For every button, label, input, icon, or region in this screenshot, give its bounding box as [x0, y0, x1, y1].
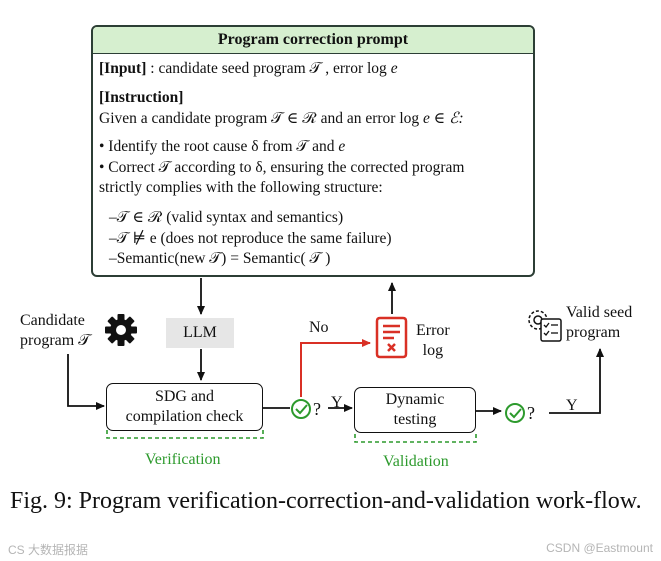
figure-caption: Fig. 9: Program verification-correction-… — [10, 488, 642, 514]
given-text: Given a candidate program 𝒯 ∈ ℛ and an e… — [99, 110, 424, 127]
arrow-candidate-to-sdg — [67, 354, 105, 410]
arrow-yes-to-valid-seed — [549, 348, 604, 414]
input-text: : candidate seed program 𝒯 , error log — [146, 60, 391, 77]
prompt-title: Program correction prompt — [93, 27, 533, 54]
candidate-line2: program 𝒯 — [20, 332, 91, 349]
sdg-compilation-node: SDG and compilation check — [106, 383, 263, 431]
prompt-bullet-correct-cont: strictly complies with the following str… — [99, 179, 383, 196]
prompt-rule-failure: –𝒯 ⊭ e (does not reproduce the same fail… — [109, 230, 392, 247]
error-line2: log — [422, 342, 444, 359]
verification-bracket — [106, 430, 264, 439]
instruction-tag: [Instruction] — [99, 89, 184, 106]
bullet1-var: e — [338, 138, 346, 155]
decision-question-2: ? — [527, 403, 535, 423]
candidate-program-label: Candidate program 𝒯 — [20, 311, 90, 351]
dynamic-line2: testing — [393, 411, 437, 428]
llm-node: LLM — [166, 318, 234, 348]
arrow-no-to-error-log — [300, 339, 371, 397]
gear-icon — [105, 314, 137, 346]
dynamic-testing-node: Dynamic testing — [354, 387, 476, 433]
checklist-gear-icon — [528, 310, 562, 342]
no-label: No — [309, 319, 329, 336]
yes-label-2: Y — [566, 397, 578, 414]
check-circle-icon — [291, 399, 311, 419]
error-log-label: Error log — [416, 321, 450, 361]
correction-prompt-box: Program correction prompt [Input] : cand… — [91, 25, 535, 277]
watermark-left: CS 大数据报据 — [8, 543, 89, 557]
decision-question-1: ? — [313, 399, 321, 419]
prompt-given-line: Given a candidate program 𝒯 ∈ ℛ and an e… — [99, 109, 464, 128]
verification-label: Verification — [145, 451, 221, 468]
valid-line1: Valid seed — [566, 304, 633, 321]
valid-seed-label: Valid seed program — [566, 303, 632, 343]
check-circle-icon — [505, 403, 525, 423]
dynamic-line1: Dynamic — [385, 391, 445, 408]
input-tag: [Input] — [99, 60, 147, 77]
sdg-line2: compilation check — [125, 408, 244, 425]
watermark-right: CSDN @Eastmount — [546, 541, 653, 555]
prompt-bullet-identify: • Identify the root cause δ from 𝒯 and e — [99, 138, 345, 156]
prompt-bullet-correct: • Correct 𝒯 according to δ, ensuring the… — [99, 159, 465, 176]
error-document-icon — [375, 316, 408, 359]
prompt-rule-valid: –𝒯 ∈ ℛ (valid syntax and semantics) — [109, 209, 344, 226]
yes-label-1: Y — [331, 394, 343, 411]
valid-line2: program — [566, 324, 621, 341]
prompt-input-line: [Input] : candidate seed program 𝒯 , err… — [99, 60, 398, 78]
sdg-line1: SDG and — [154, 388, 215, 405]
input-var: e — [390, 60, 398, 77]
given-var: e ∈ ℰ: — [423, 110, 464, 127]
validation-bracket — [354, 434, 477, 443]
error-line1: Error — [416, 322, 450, 339]
prompt-rule-semantic: –Semantic(new 𝒯) = Semantic( 𝒯 ) — [109, 250, 331, 267]
candidate-line1: Candidate — [20, 312, 85, 329]
validation-label: Validation — [383, 453, 449, 470]
bullet1-text: • Identify the root cause δ from 𝒯 and — [99, 138, 339, 155]
